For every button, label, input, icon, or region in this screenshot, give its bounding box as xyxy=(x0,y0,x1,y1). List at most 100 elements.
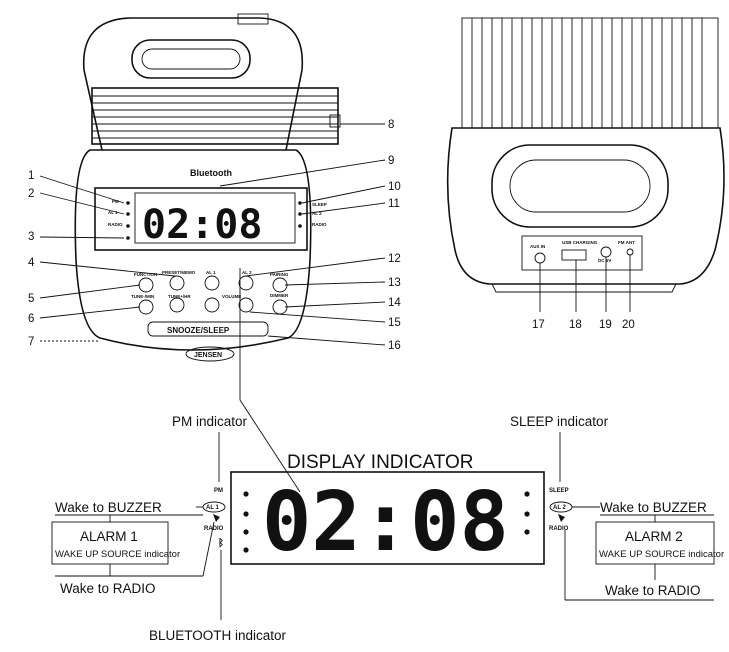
rear-ribs-frame xyxy=(461,17,719,129)
big-display-frame xyxy=(230,471,545,565)
al2-badge-label: AL 2 xyxy=(553,505,567,511)
rear-speaker xyxy=(491,144,669,228)
callout-3: 3 xyxy=(28,231,34,243)
btn-preset-label: PRESET/MEMO xyxy=(162,270,196,275)
front-display-time: 02:08 xyxy=(142,202,262,248)
front-display-frame xyxy=(94,187,308,251)
wake-radio-left: Wake to RADIO xyxy=(60,581,156,596)
callout-13: 13 xyxy=(388,277,401,289)
btn-tune-down[interactable] xyxy=(138,299,154,315)
callout-20: 20 xyxy=(622,319,635,331)
btn-volume-up[interactable] xyxy=(238,297,254,313)
wake-buzzer-left: Wake to BUZZER xyxy=(55,500,162,515)
callout-15: 15 xyxy=(388,317,401,329)
bluetooth-indicator-label: BLUETOOTH indicator xyxy=(149,628,287,643)
front-ind-radio-right: RADIO xyxy=(312,222,327,227)
btn-al2[interactable] xyxy=(238,275,254,291)
rear-port-panel xyxy=(521,235,643,271)
port-usb-label: USB CHARGING xyxy=(562,240,598,245)
al1-badge-label: AL 1 xyxy=(206,505,220,511)
callout-2: 2 xyxy=(28,188,34,200)
radio-label-right: RADIO xyxy=(549,526,569,532)
front-ind-radio: RADIO xyxy=(108,222,123,227)
alarm1-sub: WAKE UP SOURCE indicator xyxy=(55,549,180,560)
callout-14: 14 xyxy=(388,297,401,309)
front-ind-pm: PM xyxy=(112,199,119,204)
callout-10: 10 xyxy=(388,181,401,193)
alarm2-title: ALARM 2 xyxy=(625,529,683,544)
btn-pairing[interactable] xyxy=(272,277,288,293)
front-cradle xyxy=(82,17,304,151)
radio-icon-right xyxy=(558,514,565,522)
port-usb[interactable] xyxy=(561,249,587,261)
display-indicator-title: DISPLAY INDICATOR xyxy=(287,452,474,473)
btn-volume-down[interactable] xyxy=(204,297,220,313)
btn-preset[interactable] xyxy=(169,275,185,291)
display-indicator: DISPLAY INDICATOR 02:08 PM indicator PM … xyxy=(51,414,724,643)
alarm2-sub: WAKE UP SOURCE indicator xyxy=(599,549,724,560)
btn-al1[interactable] xyxy=(204,275,220,291)
front-buttons: FUNCTION PRESET/MEMO AL 1 AL 2 PAIRING T… xyxy=(131,270,289,362)
rear-ribs xyxy=(471,18,703,128)
port-fm-label: FM ANT xyxy=(618,240,635,245)
callout-16: 16 xyxy=(388,340,401,352)
front-body xyxy=(74,149,312,351)
btn-tune-up-label: TUNE+/HR xyxy=(168,294,191,299)
btn-dimmer-label: DIMMER xyxy=(270,293,289,298)
front-ind-sleep: SLEEP xyxy=(312,202,327,207)
bluetooth-logo: Bluetooth xyxy=(190,168,232,178)
big-display-time: 02:08 xyxy=(262,475,509,570)
btn-al1-label: AL 1 xyxy=(206,270,216,275)
wake-buzzer-right: Wake to BUZZER xyxy=(600,500,707,515)
rear-speaker-inner xyxy=(509,159,651,213)
rear-view: AUX IN USB CHARGING DC 5V FM ANT 17 18 1… xyxy=(446,17,725,331)
bluetooth-icon: ᛒ xyxy=(218,537,224,549)
brand-label: JENSEN xyxy=(194,352,222,359)
front-ind-al2: AL 2 xyxy=(312,211,322,216)
front-ind-al1: AL 1 xyxy=(108,210,118,215)
port-fm[interactable] xyxy=(626,248,634,256)
callout-1: 1 xyxy=(28,170,34,182)
port-dc[interactable] xyxy=(600,246,612,258)
front-display-window xyxy=(134,192,296,244)
callout-5: 5 xyxy=(28,293,34,305)
btn-tune-up[interactable] xyxy=(169,297,185,313)
front-callout-lines xyxy=(39,123,386,493)
front-dock xyxy=(91,87,341,145)
btn-volume-label: VOLUME xyxy=(222,294,241,299)
pm-indicator-label: PM indicator xyxy=(172,414,248,429)
sleep-indicator-label: SLEEP indicator xyxy=(510,414,609,429)
btn-function-label: FUNCTION xyxy=(134,272,157,277)
port-aux[interactable] xyxy=(534,252,546,264)
btn-snooze[interactable] xyxy=(147,321,269,337)
radio-label-left: RADIO xyxy=(204,526,224,532)
sleep-label: SLEEP xyxy=(549,488,569,494)
front-top-tab xyxy=(237,13,269,25)
front-top-grill xyxy=(131,39,251,79)
callout-8: 8 xyxy=(388,119,394,131)
rear-feet xyxy=(491,283,677,293)
btn-al2-label: AL 2 xyxy=(242,270,252,275)
rear-body xyxy=(446,127,725,285)
callout-18: 18 xyxy=(569,319,582,331)
callout-12: 12 xyxy=(388,253,401,265)
wake-radio-right: Wake to RADIO xyxy=(605,583,701,598)
callout-7: 7 xyxy=(28,336,34,348)
pm-label: PM xyxy=(214,488,223,494)
front-top-grill-inner xyxy=(141,48,241,70)
btn-pairing-label: PAIRING xyxy=(270,272,289,277)
radio-icon-left xyxy=(213,514,220,522)
btn-tune-down-label: TUNE-/MIN xyxy=(131,294,154,299)
port-aux-label: AUX IN xyxy=(530,244,545,249)
callout-4: 4 xyxy=(28,257,35,269)
callout-17: 17 xyxy=(532,319,545,331)
callout-9: 9 xyxy=(388,155,394,167)
btn-dimmer[interactable] xyxy=(272,299,288,315)
port-dc-label: DC 5V xyxy=(598,258,611,263)
btn-function[interactable] xyxy=(138,277,154,293)
callout-6: 6 xyxy=(28,313,34,325)
front-view: Bluetooth 02:08 PM AL 1 RADIO SLEEP AL 2… xyxy=(28,13,401,493)
btn-snooze-label: SNOOZE/SLEEP xyxy=(167,326,230,335)
